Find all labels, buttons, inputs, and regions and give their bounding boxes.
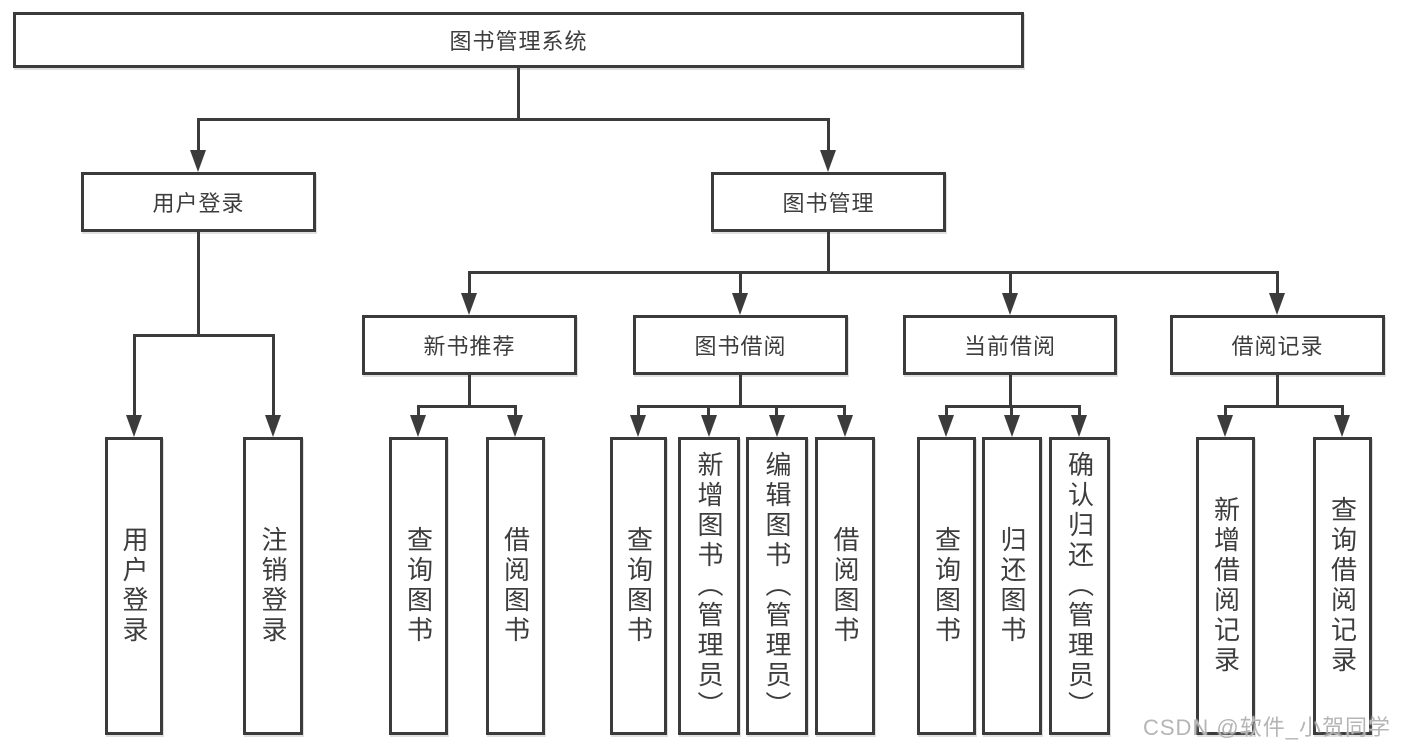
- connector-line: [637, 405, 845, 408]
- arrow-down-icon: [701, 415, 717, 437]
- connector-line: [1276, 375, 1279, 408]
- node-book-borrowing: 图书借阅: [633, 315, 848, 375]
- connector-line: [1009, 271, 1012, 297]
- leaf-confirm-return-admin: 确认归还（管理员）: [1049, 437, 1110, 735]
- connector-line: [197, 118, 200, 154]
- leaf-return-books-label: 归还图书: [997, 526, 1027, 646]
- leaf-return-books: 归还图书: [982, 437, 1042, 735]
- leaf-query-books-current: 查询图书: [917, 437, 976, 735]
- arrow-down-icon: [1002, 293, 1018, 315]
- node-user-login-label: 用户登录: [152, 191, 245, 216]
- arrow-down-icon: [507, 415, 523, 437]
- arrow-down-icon: [938, 415, 954, 437]
- leaf-query-borrow-record: 查询借阅记录: [1313, 437, 1372, 735]
- node-borrowing-records: 借阅记录: [1170, 315, 1385, 375]
- connector-line: [739, 375, 742, 408]
- connector-line: [514, 405, 517, 421]
- arrow-down-icon: [126, 415, 142, 437]
- arrow-down-icon: [461, 293, 477, 315]
- node-root-label: 图书管理系统: [449, 29, 588, 54]
- connector-line: [197, 118, 830, 121]
- connector-line: [1010, 405, 1013, 421]
- arrow-down-icon: [1334, 415, 1350, 437]
- connector-line: [468, 375, 471, 408]
- node-new-book-recommend: 新书推荐: [362, 315, 577, 375]
- node-new-book-recommend-label: 新书推荐: [423, 334, 516, 359]
- arrow-down-icon: [265, 415, 281, 437]
- connector-line: [1224, 405, 1343, 408]
- leaf-edit-books-admin-label: 编辑图书（管理员）: [762, 451, 792, 721]
- node-root: 图书管理系统: [13, 12, 1024, 68]
- arrow-down-icon: [1004, 415, 1020, 437]
- connector-line: [272, 334, 275, 418]
- connector-line: [517, 68, 520, 120]
- leaf-logout: 注销登录: [243, 437, 303, 735]
- node-book-management: 图书管理: [711, 172, 946, 232]
- connector-line: [739, 271, 742, 297]
- connector-line: [775, 405, 778, 421]
- connector-line: [1341, 405, 1344, 421]
- leaf-add-borrow-record: 新增借阅记录: [1196, 437, 1255, 735]
- leaf-query-books-recommend-label: 查询图书: [403, 526, 434, 646]
- node-borrowing-records-label: 借阅记录: [1231, 334, 1324, 359]
- connector-line: [417, 405, 516, 408]
- connector-line: [637, 405, 640, 421]
- leaf-query-borrow-record-label: 查询借阅记录: [1327, 496, 1358, 676]
- leaf-query-books-borrowing-label: 查询图书: [623, 526, 654, 646]
- node-user-login: 用户登录: [81, 172, 316, 232]
- arrow-down-icon: [769, 415, 785, 437]
- arrow-down-icon: [837, 415, 853, 437]
- connector-line: [1276, 271, 1279, 297]
- leaf-user-login-label: 用户登录: [119, 526, 149, 646]
- arrow-down-icon: [190, 150, 206, 172]
- arrow-down-icon: [1071, 415, 1087, 437]
- connector-line: [707, 405, 710, 421]
- arrow-down-icon: [410, 415, 426, 437]
- node-current-borrowing-label: 当前借阅: [963, 334, 1056, 359]
- arrow-down-icon: [1269, 293, 1285, 315]
- leaf-query-books-recommend: 查询图书: [389, 437, 448, 735]
- node-book-management-label: 图书管理: [782, 191, 875, 216]
- connector-line: [827, 118, 830, 154]
- connector-line: [417, 405, 420, 421]
- leaf-add-books-admin-label: 新增图书（管理员）: [694, 451, 724, 721]
- leaf-borrow-books-recommend: 借阅图书: [486, 437, 545, 735]
- leaf-add-books-admin: 新增图书（管理员）: [678, 437, 740, 735]
- connector-line: [468, 271, 1278, 274]
- arrow-down-icon: [1217, 415, 1233, 437]
- arrow-down-icon: [820, 150, 836, 172]
- leaf-confirm-return-admin-label: 确认归还（管理员）: [1064, 451, 1095, 721]
- connector-line: [1224, 405, 1227, 421]
- connector-line: [843, 405, 846, 421]
- connector-line: [827, 232, 830, 273]
- connector-line: [945, 405, 948, 421]
- leaf-logout-label: 注销登录: [258, 526, 288, 646]
- leaf-edit-books-admin: 编辑图书（管理员）: [746, 437, 808, 735]
- leaf-borrow-books-borrowing-label: 借阅图书: [830, 526, 860, 646]
- connector-line: [197, 232, 200, 336]
- connector-line: [1009, 375, 1012, 408]
- leaf-borrow-books-borrowing: 借阅图书: [815, 437, 875, 735]
- node-book-borrowing-label: 图书借阅: [694, 334, 787, 359]
- connector-line: [468, 271, 471, 297]
- leaf-query-books-borrowing: 查询图书: [610, 437, 667, 735]
- connector-line: [1078, 405, 1081, 421]
- arrow-down-icon: [630, 415, 646, 437]
- node-current-borrowing: 当前借阅: [903, 315, 1117, 375]
- leaf-user-login: 用户登录: [105, 437, 163, 735]
- connector-line: [133, 334, 275, 337]
- leaf-query-books-current-label: 查询图书: [931, 526, 962, 646]
- arrow-down-icon: [732, 293, 748, 315]
- connector-line: [133, 334, 136, 418]
- leaf-borrow-books-recommend-label: 借阅图书: [500, 526, 531, 646]
- leaf-add-borrow-record-label: 新增借阅记录: [1210, 496, 1241, 676]
- csdn-watermark: CSDN @软件_小贺同学: [1142, 715, 1391, 740]
